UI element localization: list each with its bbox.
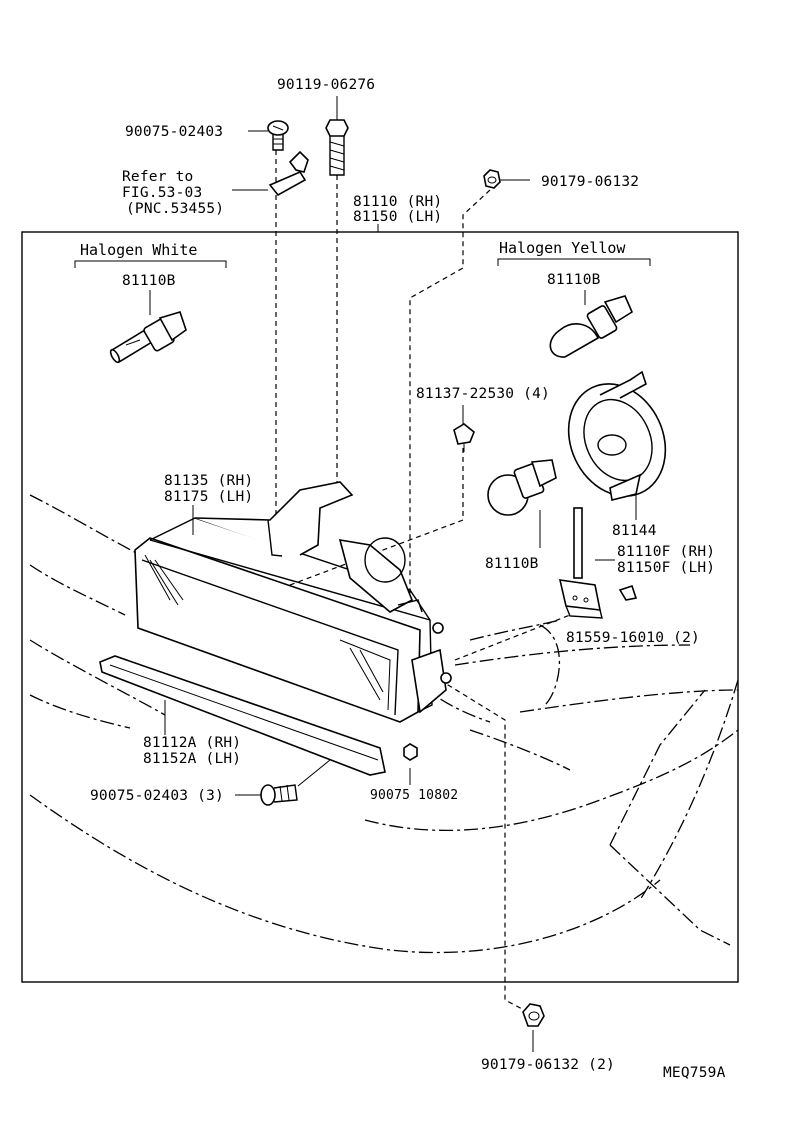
label-bulb-socket-qty: 81559-16010 (2) xyxy=(566,630,700,646)
label-molding-rh: 81112A (RH) xyxy=(143,735,241,751)
screw-icon-top-left xyxy=(267,120,289,151)
label-bulb-yellow: 81110B xyxy=(547,272,601,288)
halogen-white-bulb-icon xyxy=(109,311,187,364)
socket-housing-icon xyxy=(567,370,667,501)
headlamp-lens-icon xyxy=(134,481,452,723)
drawing-code: MEQ759A xyxy=(663,1065,726,1081)
body-outline xyxy=(29,494,739,954)
label-screw-top-left: 90075-02403 xyxy=(125,124,223,140)
bracket-clip-icon xyxy=(268,150,309,197)
nut-icon-top-right xyxy=(483,169,501,189)
small-screw-icon xyxy=(403,743,418,761)
label-bulb-lower: 81110B xyxy=(485,556,539,572)
label-refer-line2: FIG.53-03 xyxy=(122,185,202,201)
label-screw-small: 90075 10802 xyxy=(370,788,458,803)
bolt-icon-top xyxy=(325,119,349,176)
assembly-frame xyxy=(21,231,739,983)
label-refer-line3: (PNC.53455) xyxy=(126,201,224,217)
clip-icon xyxy=(453,423,475,452)
label-clip: 81137-22530 (4) xyxy=(416,386,550,402)
label-nut-bottom: 90179-06132 (2) xyxy=(481,1057,615,1073)
label-lens-rh: 81135 (RH) xyxy=(164,473,253,489)
header-halogen-white: Halogen White xyxy=(80,241,197,259)
label-nut-top-right: 90179-06132 xyxy=(541,174,639,190)
label-bolt-top: 90119-06276 xyxy=(277,77,375,93)
label-assy-lh: 81150 (LH) xyxy=(353,209,442,225)
label-assy-rh: 81110 (RH) xyxy=(353,194,442,210)
halogen-white-bracket xyxy=(74,260,227,268)
label-molding-lh: 81152A (LH) xyxy=(143,751,241,767)
label-refer-line1: Refer to xyxy=(122,169,193,185)
label-screw-bottom: 90075-02403 (3) xyxy=(90,788,224,804)
solid-leaders xyxy=(149,96,637,1052)
halogen-yellow-bulb-icon xyxy=(549,295,634,358)
socket-cord-icon xyxy=(558,507,638,619)
nut-icon-bottom xyxy=(522,1003,545,1027)
label-socket: 81144 xyxy=(612,523,657,539)
leader-lines xyxy=(249,150,571,1013)
label-lens-lh: 81175 (LH) xyxy=(164,489,253,505)
screw-icon-bottom xyxy=(260,784,298,806)
halogen-yellow-bracket xyxy=(497,258,651,266)
label-cord-rh: 81110F (RH) xyxy=(617,544,715,560)
label-bulb-white: 81110B xyxy=(122,273,176,289)
molding-strip-icon xyxy=(99,655,386,776)
lower-bulb-icon xyxy=(487,459,557,516)
label-cord-lh: 81150F (LH) xyxy=(617,560,715,576)
header-halogen-yellow: Halogen Yellow xyxy=(499,239,626,257)
